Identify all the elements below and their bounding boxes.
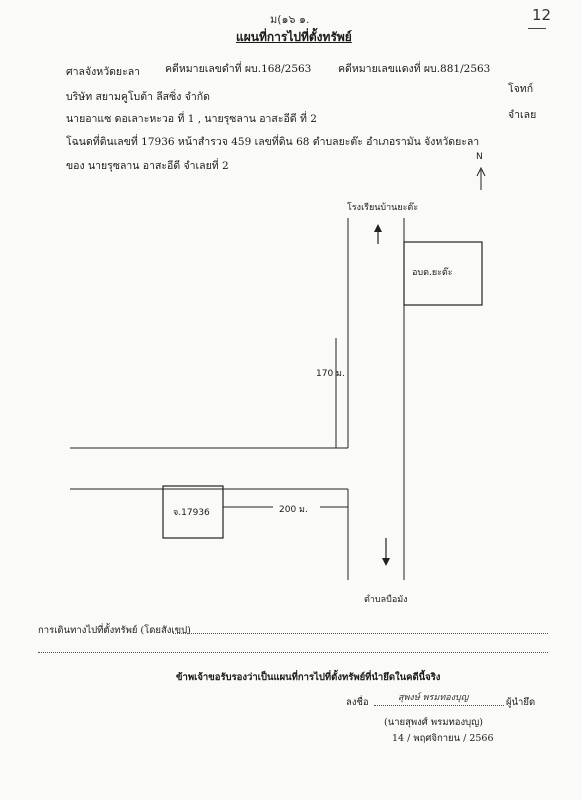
plaintiff-name: บริษัท สยามคูโบต้า ลีสซิ่ง จำกัด: [66, 91, 210, 103]
page-number-underline: [528, 28, 546, 29]
court-name: ศาลจังหวัดยะลา: [66, 66, 141, 78]
plaintiff-role: โจทก์: [508, 83, 534, 95]
page-number: 12: [532, 6, 552, 24]
parcel-box: [162, 485, 224, 539]
up-arrow-head: [374, 224, 382, 232]
deed-info: โฉนดที่ดินเลขที่ 17936 หน้าสำรวจ 459 เลข…: [66, 136, 480, 148]
black-case-number: คดีหมายเลขดำที่ ผบ.168/2563: [165, 63, 312, 75]
north-label: N: [476, 152, 483, 162]
school-label: โรงเรียนบ้านยะต๊ะ: [347, 203, 419, 213]
parcel-label: จ.17936: [173, 508, 210, 518]
route-dotted-line-2: [38, 651, 548, 653]
owner-info: ของ นายรุซลาน อาสะอีดี จำเลยที่ 2: [66, 160, 229, 172]
north-arrow-head: [476, 166, 486, 177]
handwritten-note: ม(๑๖ ๑.: [270, 13, 310, 26]
office-box: [403, 241, 483, 306]
down-arrow-head: [382, 558, 390, 566]
distance-200-label: 200 ม.: [279, 505, 308, 515]
certification-text: ข้าพเจ้าขอรับรองว่าเป็นแผนที่การไปที่ตั้…: [176, 672, 441, 683]
defendants: นายอาแซ ดอเลาะหะวอ ที่ 1 , นายรุซลาน อาส…: [66, 113, 317, 125]
signature-line: [374, 704, 504, 706]
route-dotted-line-1: [173, 632, 548, 634]
red-case-number: คดีหมายเลขแดงที่ ผบ.881/2563: [338, 63, 491, 75]
defendant-role: จำเลย: [508, 109, 537, 121]
signer-role: ผู้นำยึด: [506, 697, 536, 708]
sign-date: 14 / พฤศจิกายน / 2566: [392, 733, 494, 744]
signer-name: (นายสุพงศ์ พรมทองบุญ): [384, 717, 483, 728]
route-label: การเดินทางไปที่ตั้งทรัพย์ (โดยสังเขป): [38, 625, 191, 636]
page-title: แผนที่การไปที่ตั้งทรัพย์: [236, 30, 352, 44]
sign-label: ลงชื่อ: [346, 697, 369, 708]
signature: สุพงษ์ พรมทองบุญ: [398, 693, 469, 703]
distance-170-label: 170 ม.: [316, 369, 345, 379]
office-label: อบต.ยะต๊ะ: [412, 268, 453, 278]
subdistrict-label: ตำบลบือมัง: [364, 595, 408, 605]
